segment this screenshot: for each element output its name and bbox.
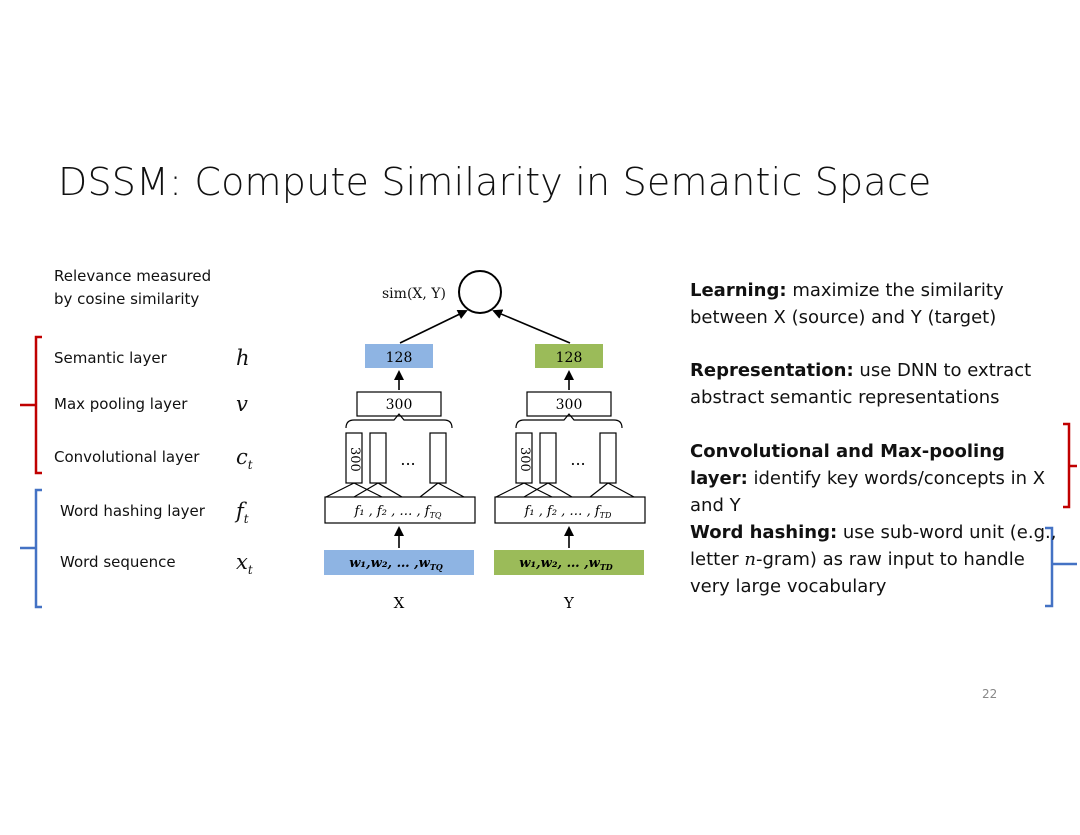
semantic-box-y — [535, 344, 603, 368]
conv-ellipsis-x: ... — [400, 450, 415, 469]
conv-col-x-2 — [369, 432, 387, 484]
pool-box-y — [526, 391, 612, 417]
conv-dim-y: 300 — [517, 447, 532, 472]
seq-box-x — [324, 550, 474, 575]
page-title: DSSM: Compute Similarity in Semantic Spa… — [58, 160, 932, 204]
conv-col-y-2 — [539, 432, 557, 484]
learning-body: maximize the similarity between X (sourc… — [690, 280, 1004, 328]
hash-box-x — [324, 496, 476, 524]
red-bracket-left — [20, 335, 42, 475]
seq-text-x: w₁,w₂, … ,wTQ — [349, 556, 443, 572]
word-hashing-layer-symbol: ft — [236, 499, 249, 527]
x-label: X — [394, 594, 405, 612]
blue-bracket-left — [20, 488, 42, 609]
representation-head: Representation: — [690, 360, 854, 381]
word-sequence-symbol: xt — [236, 550, 253, 578]
semantic-dim-y: 128 — [556, 350, 583, 366]
arrow-y-to-sim — [492, 309, 571, 344]
word-hashing-layer-label: Word hashing layer — [60, 502, 205, 520]
word-hashing-head: Word hashing: — [690, 522, 838, 543]
similarity-circle — [458, 270, 502, 314]
conv-col-x-3 — [429, 432, 447, 484]
relevance-note-line2: by cosine similarity — [54, 290, 200, 308]
relevance-note: Relevance measured by cosine similarity — [54, 265, 211, 311]
seq-box-y — [494, 550, 644, 575]
convolutional-paragraph: Convolutional and Max-pooling layer: ide… — [690, 438, 1060, 519]
convolutional-layer-label: Convolutional layer — [54, 448, 200, 466]
convolutional-head: Convolutional and Max-pooling layer: — [690, 441, 1005, 489]
representation-paragraph: Representation: use DNN to extract abstr… — [690, 357, 1060, 411]
pool-box-x — [356, 391, 442, 417]
pool-dim-y: 300 — [556, 397, 583, 413]
representation-body: use DNN to extract abstract semantic rep… — [690, 360, 1032, 408]
semantic-layer-label: Semantic layer — [54, 349, 167, 367]
word-hashing-paragraph: Word hashing: use sub-word unit (e.g., l… — [690, 522, 1057, 597]
semantic-box-x — [365, 344, 433, 368]
learning-paragraph: Learning: maximize the similarity betwee… — [690, 277, 1060, 331]
semantic-dim-x: 128 — [386, 350, 413, 366]
word-sequence-label: Word sequence — [60, 553, 176, 571]
blue-bracket-right — [1045, 526, 1077, 608]
sim-label: sim(X, Y) — [382, 286, 446, 302]
max-pooling-layer-label: Max pooling layer — [54, 395, 188, 413]
conv-dim-x: 300 — [347, 447, 362, 472]
arrow-x-to-sim — [399, 309, 468, 344]
convolutional-body: identify key words/concepts in X and Y — [690, 468, 1046, 516]
hash-text-x: f₁ , f₂ , … , fTQ — [354, 504, 442, 520]
conv-ellipsis-y: ... — [570, 450, 585, 469]
learning-head: Learning: — [690, 280, 787, 301]
relevance-note-line1: Relevance measured — [54, 267, 212, 285]
seq-text-y: w₁,w₂, … ,wTD — [519, 556, 613, 572]
semantic-layer-symbol: h — [236, 346, 250, 370]
pool-dim-x: 300 — [386, 397, 413, 413]
hash-box-y — [494, 496, 646, 524]
convolutional-layer-symbol: ct — [236, 445, 253, 473]
y-label: Y — [563, 594, 575, 612]
red-bracket-right — [1063, 422, 1077, 509]
conv-col-y-3 — [599, 432, 617, 484]
max-pooling-layer-symbol: v — [236, 392, 248, 416]
hash-text-y: f₁ , f₂ , … , fTD — [524, 504, 612, 520]
page-number: 22 — [982, 687, 998, 701]
